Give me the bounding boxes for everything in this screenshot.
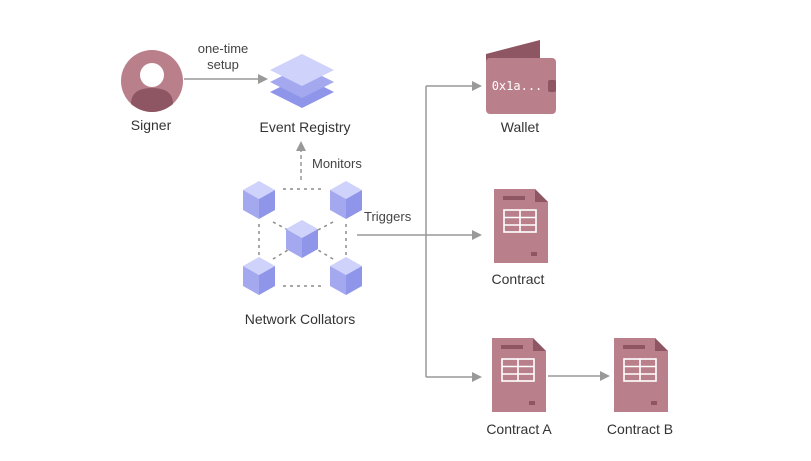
event-registry-label: Event Registry	[259, 119, 351, 135]
contract-b-icon	[613, 337, 669, 413]
setup-edge-label-line1: one-time	[197, 41, 249, 56]
wallet-address: 0x1a...	[491, 79, 543, 93]
contract-a-label: Contract A	[486, 421, 552, 437]
signer-label: Signer	[130, 117, 172, 133]
setup-edge-label-line2: setup	[207, 57, 239, 72]
contract-b-label: Contract B	[606, 421, 674, 437]
event-registry-layers-icon	[270, 54, 334, 108]
monitors-edge-label: Monitors	[312, 156, 362, 171]
contract-icon	[493, 188, 549, 264]
contract-a-icon	[491, 337, 547, 413]
wallet-icon	[486, 40, 556, 114]
triggers-edge-label: Triggers	[364, 209, 412, 224]
network-collators-label: Network Collators	[244, 311, 356, 327]
triggers-connectors	[357, 81, 482, 382]
signer-avatar-icon	[121, 50, 183, 112]
network-collators-icon	[243, 181, 362, 295]
contract-label: Contract	[491, 271, 545, 287]
wallet-label: Wallet	[500, 119, 540, 135]
